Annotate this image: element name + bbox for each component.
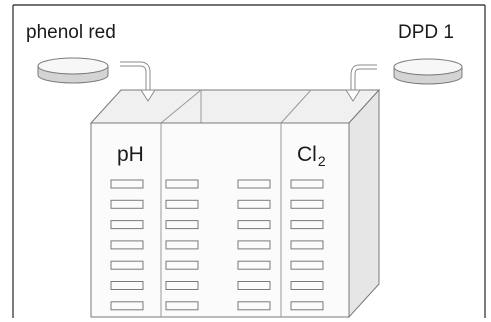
color-scale-swatch: [290, 240, 324, 250]
color-scale-swatch: [290, 199, 324, 209]
color-scale-swatch: [290, 281, 324, 290]
tablet-left-icon: [37, 57, 109, 84]
color-scale-swatch: [237, 220, 271, 230]
color-scale-swatch: [110, 281, 144, 290]
color-scale-swatch: [290, 220, 324, 230]
chamber-label-ph: pH: [117, 143, 144, 166]
color-scale-swatch: [237, 281, 271, 290]
curved-arrow-left-icon: [120, 61, 156, 102]
comparator-top-opening: [89, 89, 381, 124]
color-scale-swatch: [165, 179, 199, 189]
color-scale-swatch: [237, 179, 271, 189]
color-scale-swatch: [165, 220, 199, 230]
color-scale-swatch: [237, 240, 271, 250]
color-scale-swatch: [110, 220, 144, 230]
color-scale-swatch: [110, 240, 144, 250]
tablet-right-icon: [393, 58, 463, 85]
color-scale-swatch: [110, 260, 144, 270]
color-scale-swatch: [165, 301, 199, 311]
chamber-label-chlorine: Cl2: [297, 143, 326, 168]
chamber-label-chlorine-main: Cl: [297, 143, 317, 166]
reagent-label-phenol-red: phenol red: [26, 22, 116, 43]
color-scale-swatch: [110, 301, 144, 311]
color-scale-swatch: [165, 260, 199, 270]
color-scale-swatch: [165, 281, 199, 290]
color-scale-swatch: [165, 199, 199, 209]
comparator-divider-top-mid: [160, 89, 202, 124]
color-scale-swatch: [290, 179, 324, 189]
color-scale-group: [110, 179, 324, 311]
color-scale-swatch: [110, 179, 144, 189]
color-scale-swatch: [165, 240, 199, 250]
color-scale-swatch: [237, 301, 271, 311]
comparator-divider-back-right: [280, 89, 312, 124]
comparator-side-face: [348, 88, 380, 319]
color-scale-swatch: [290, 260, 324, 270]
color-scale-swatch: [237, 260, 271, 270]
color-scale-swatch: [290, 301, 324, 311]
chamber-label-chlorine-subscript: 2: [317, 153, 326, 169]
curved-arrow-right-icon: [345, 64, 377, 102]
color-scale-swatch: [110, 199, 144, 209]
color-scale-swatch: [237, 199, 271, 209]
comparator-block: [89, 88, 381, 319]
reagent-label-dpd1: DPD 1: [398, 22, 454, 43]
